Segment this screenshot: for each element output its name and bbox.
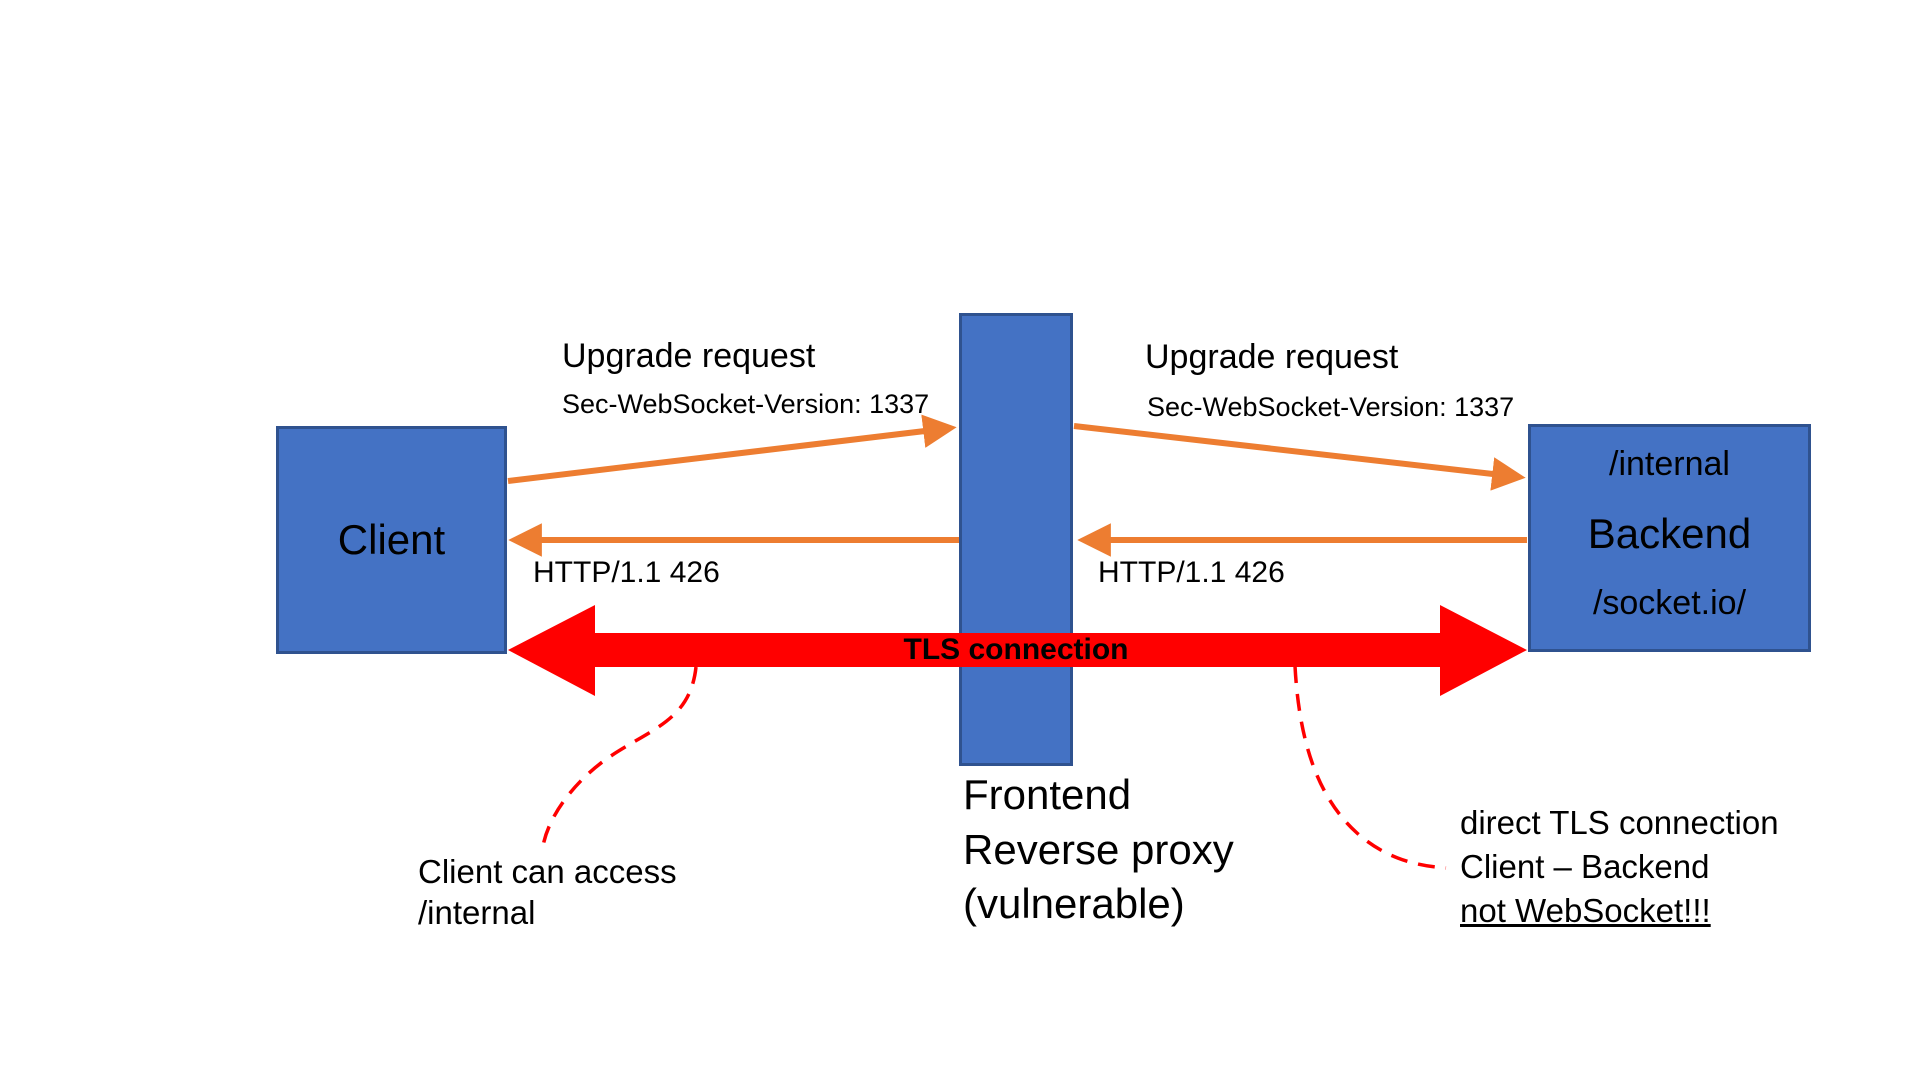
client-node: Client [276,426,507,654]
tls-connection-double-arrow [508,605,1527,696]
callout-curve-left [541,666,698,847]
annotation-direct-tls-line2: Client – Backend [1460,847,1710,885]
backend-node-label: Backend [1587,510,1752,557]
annotation-client-access-line2: /internal [418,894,536,932]
upgrade-request-label-right: Upgrade request [1145,338,1399,376]
upgrade-request-label-left: Upgrade request [562,337,816,375]
annotation-direct-tls-line3: not WebSocket!!! [1460,891,1711,929]
reverse-proxy-caption-line2: Reverse proxy [963,825,1234,873]
reverse-proxy-caption-line1: Frontend [963,771,1132,818]
annotation-client-access: Client can access /internal [418,851,677,934]
upgrade-arrow-client-to-proxy [507,414,957,484]
annotation-direct-tls-line1: direct TLS connection [1460,804,1779,841]
reverse-proxy-caption: Frontend Reverse proxy (vulnerable) [963,768,1234,932]
tls-connection-label: TLS connection [903,633,1129,666]
reverse-proxy-caption-line3: (vulnerable) [963,880,1185,928]
http-426-response-right: HTTP/1.1 426 [1098,556,1285,589]
http-426-response-left: HTTP/1.1 426 [533,556,720,589]
websocket-version-header-right: Sec-WebSocket-Version: 1337 [1147,392,1515,422]
backend-node [1528,424,1811,652]
annotation-client-access-line1: Client can access [418,853,677,890]
annotation-direct-tls: direct TLS connection Client – Backend n… [1460,801,1779,933]
backend-path-socketio: /socket.io/ [1592,584,1747,622]
upgrade-arrow-proxy-to-backend [1073,423,1526,491]
callout-curve-right [1293,665,1447,870]
client-node-label: Client [337,516,446,563]
backend-path-internal: /internal [1609,445,1730,483]
websocket-version-header-left: Sec-WebSocket-Version: 1337 [562,389,930,419]
reverse-proxy-node [959,313,1073,766]
